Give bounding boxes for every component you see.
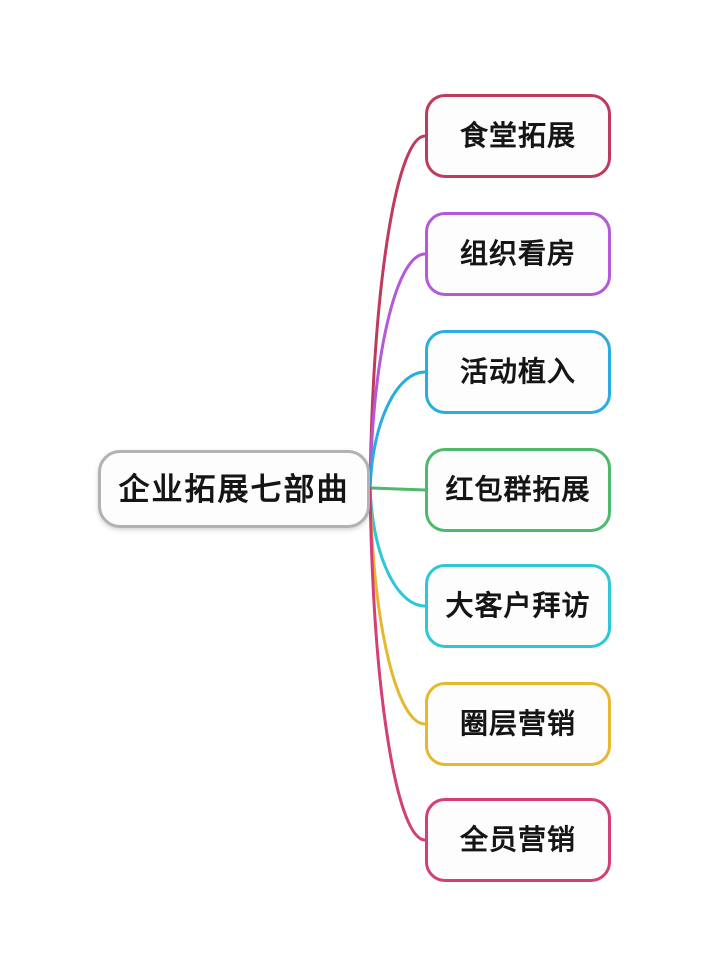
branch-node-5-label: 大客户拜访 (445, 590, 591, 621)
branch-node-7[interactable]: 全员营销 (425, 798, 611, 882)
branch-node-2-label: 组织看房 (459, 238, 576, 269)
branch-node-2[interactable]: 组织看房 (425, 212, 611, 296)
branch-node-3-label: 活动植入 (459, 356, 576, 387)
connector-to-branch-1 (368, 134, 427, 490)
branch-node-3[interactable]: 活动植入 (425, 330, 611, 414)
branch-node-7-label: 全员营销 (459, 824, 576, 855)
root-node[interactable]: 企业拓展七部曲 (98, 450, 370, 528)
branch-node-6[interactable]: 圈层营销 (425, 682, 611, 766)
connector-to-branch-5 (368, 486, 427, 608)
connector-to-branch-7 (368, 486, 427, 842)
connector-to-branch-3 (368, 370, 427, 490)
branch-node-4[interactable]: 红包群拓展 (425, 448, 611, 532)
connector-to-branch-6 (368, 486, 427, 726)
branch-node-4-label: 红包群拓展 (445, 474, 591, 505)
branch-node-6-label: 圈层营销 (459, 708, 576, 739)
connector-to-branch-2 (368, 252, 427, 490)
connector-to-branch-4 (368, 486, 427, 492)
root-node-label: 企业拓展七部曲 (118, 471, 350, 507)
branch-node-1[interactable]: 食堂拓展 (425, 94, 611, 178)
branch-node-1-label: 食堂拓展 (459, 120, 576, 151)
branch-node-5[interactable]: 大客户拜访 (425, 564, 611, 648)
